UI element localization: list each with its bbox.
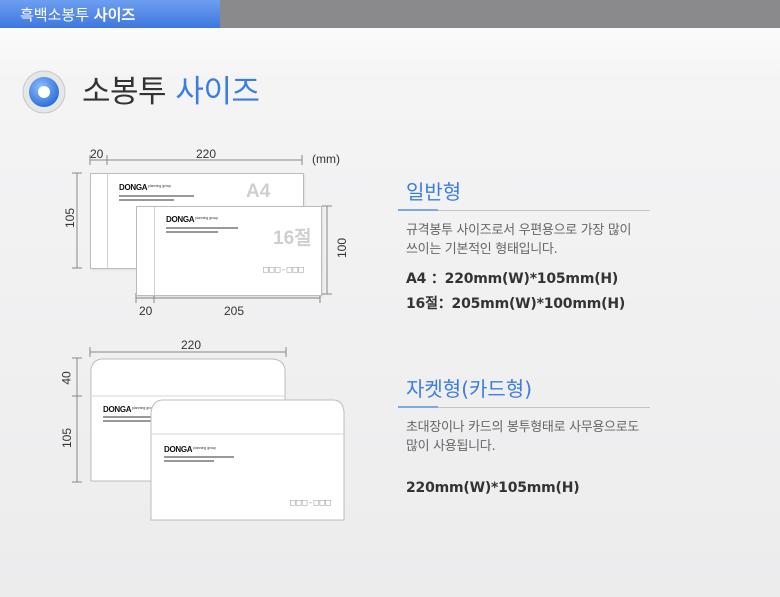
page-title: 소봉투 사이즈	[82, 66, 260, 111]
section-jacket-desc: 초대장이나 카드의 봉투형태로 사무용으로도 많이 사용됩니다.	[406, 418, 639, 456]
jacket-back-address-line	[103, 416, 173, 418]
dim1-top-wide: 220	[196, 147, 217, 161]
top-bar: 흑백소봉투 사이즈	[0, 0, 780, 28]
envelope-16jeol-zip: □□□-□□□	[263, 265, 305, 275]
envelope-a4-size-mark: A4	[246, 181, 271, 202]
envelope-a4-address-line	[119, 199, 174, 201]
section-jacket-rule-accent	[398, 406, 438, 408]
section-general-spec-a4: A4 ：220mm(W)*105mm(H)	[406, 271, 619, 287]
section-jacket-desc-line2: 많이 사용됩니다.	[406, 439, 496, 454]
breadcrumb-tab: 흑백소봉투 사이즈	[0, 0, 220, 28]
dim2-top: 220	[181, 338, 202, 352]
envelope-16jeol-flap-line	[154, 207, 155, 295]
envelope-16jeol-brand: DONGA	[166, 215, 195, 224]
jacket-envelope-front	[150, 399, 345, 521]
section-jacket-desc-line1: 초대장이나 카드의 봉투형태로 사무용으로도	[406, 420, 640, 435]
dim1-bottom-small: 20	[139, 304, 153, 318]
dim1-top-small: 20	[90, 147, 104, 161]
jacket-front-address-line	[164, 460, 214, 462]
section-general-desc-line1: 규격봉투 사이즈로서 우편용으로 가장 많이	[406, 223, 632, 238]
title-bullet-icon	[22, 70, 66, 114]
envelope-16jeol-size-mark: 16절	[273, 228, 312, 249]
jacket-back-address-line	[103, 420, 153, 422]
section-general-title: 일반형	[406, 180, 462, 204]
envelope-a4-brand-sub: planning group	[148, 184, 172, 188]
envelope-16jeol-address-line	[166, 227, 238, 229]
page-title-accent: 사이즈	[175, 74, 260, 110]
jacket-back-brand-sub: planning group	[132, 406, 156, 410]
section-general-desc: 규격봉투 사이즈로서 우편용으로 가장 많이 쓰이는 기본적인 형태입니다.	[406, 221, 632, 259]
section-general-desc-line2: 쓰이는 기본적인 형태입니다.	[406, 242, 558, 257]
section-general-spec-16jeol: 16절：205mm(W)*100mm(H)	[406, 296, 626, 312]
dim2-flap: 40	[59, 371, 74, 385]
section-general-rule-accent	[398, 209, 438, 211]
section-jacket-title: 자켓형(카드형)	[406, 377, 533, 401]
envelope-a4-brand: DONGA	[119, 183, 148, 192]
section-general-rule	[398, 209, 650, 211]
envelope-16jeol-brand-sub: planning group	[195, 216, 219, 220]
section-jacket-rule	[398, 406, 650, 408]
dim2-body: 105	[60, 427, 75, 449]
envelope-16jeol-address-line	[166, 231, 218, 233]
envelope-a4-address-line	[119, 195, 194, 197]
page-title-main: 소봉투	[82, 74, 167, 110]
breadcrumb-main: 흑백소봉투	[20, 6, 90, 24]
section-jacket-spec: 220mm(W)*105mm(H)	[406, 480, 580, 496]
jacket-back-brand: DONGA	[103, 405, 132, 414]
jacket-front-brand: DONGA	[164, 445, 193, 454]
jacket-front-address-line	[164, 456, 234, 458]
dim1-bottom-wide: 205	[224, 304, 245, 318]
breadcrumb-sub: 사이즈	[93, 6, 136, 24]
envelope-16jeol: DONGA planning group 16절 □□□-□□□	[136, 206, 322, 296]
jacket-front-zip: □□□-□□□	[290, 498, 332, 508]
breadcrumb: 흑백소봉투 사이즈	[20, 4, 135, 25]
dim1-unit: (mm)	[312, 152, 340, 166]
envelope-a4-flap-line	[107, 174, 108, 268]
jacket-front-brand-sub: planning group	[193, 446, 217, 450]
